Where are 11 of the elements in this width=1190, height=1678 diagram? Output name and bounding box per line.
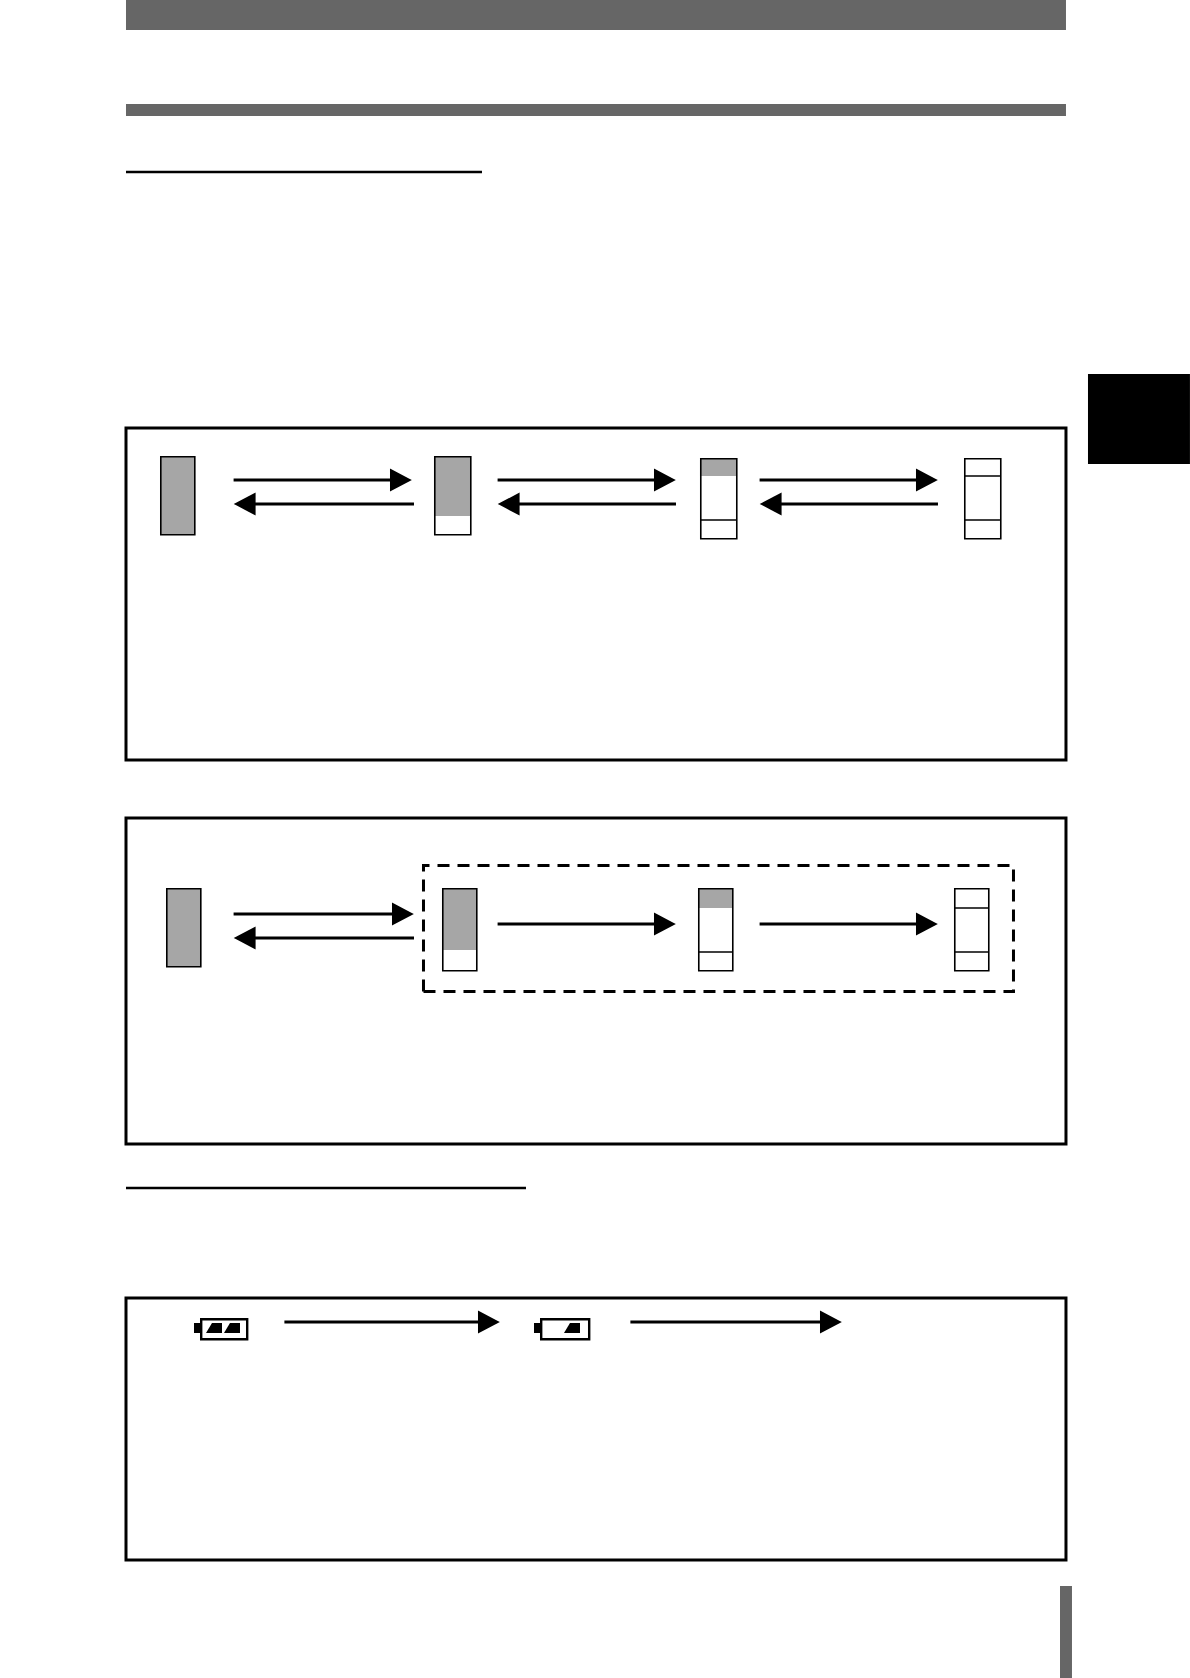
battery-icon [194, 1318, 249, 1341]
memory-card-bar [953, 888, 990, 972]
memory-card-bar [442, 888, 478, 972]
memory-card-bar [434, 456, 472, 536]
memory-card-bar [963, 458, 1002, 540]
memory-card-bar [160, 456, 196, 536]
dashed-group-box [422, 864, 1015, 993]
memory-card-bar [699, 458, 738, 540]
memory-card-bar [697, 888, 734, 972]
battery-icon [534, 1318, 591, 1341]
memory-card-bar [166, 888, 202, 968]
